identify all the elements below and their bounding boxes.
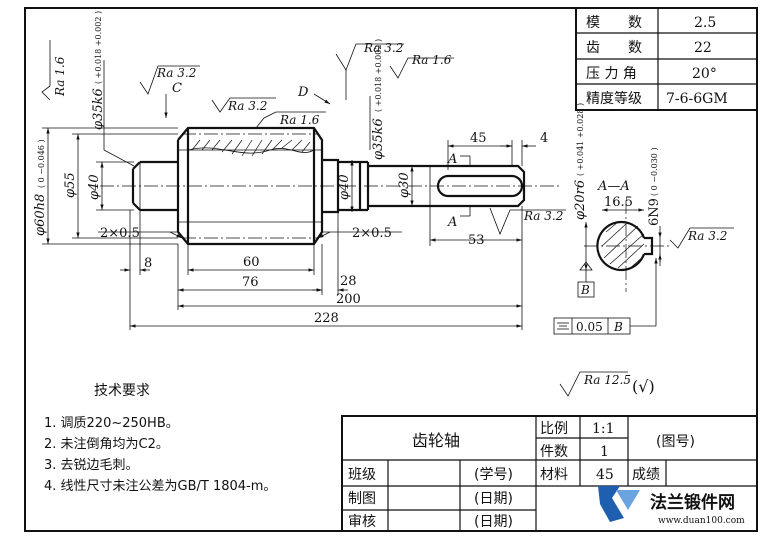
tb-scale-label: 比例 [540,421,568,437]
label-a-top: A [447,152,457,167]
ra-3-2-c: Ra 3.2 [156,66,196,80]
tb-material-value: 45 [596,467,614,483]
watermark-url: www.duan100.com [658,516,745,526]
dim-16-5: 16.5 [604,195,633,210]
sym-tol-datum: B [613,320,623,334]
dim-phi20r6: φ20r6 [573,180,588,220]
dim-phi35k6-left: φ35k6 [91,88,106,130]
dim-len-45: 45 [470,131,487,146]
label-d: D [297,85,309,100]
watermark-logo: 法兰锻件网 www.duan100.com [598,486,745,526]
general-roughness-paren: (√) [632,377,655,396]
dim-len-4: 4 [540,131,548,146]
param-value-module: 2.5 [694,15,716,31]
dim-phi40-left: φ40 [87,174,102,200]
dim-len-76: 76 [242,275,259,290]
tb-student-no: (学号) [474,467,513,483]
dim-phi20r6-tol: ( +0.041 +0.028 ) [576,103,585,176]
param-value-pressure-angle: 20° [692,66,717,82]
dim-phi60h8: φ60h8 [33,194,48,236]
dim-chamfer-right: 2×0.5 [352,226,392,241]
datum-b: B [580,283,590,297]
dim-len-8: 8 [144,256,152,271]
label-a-bottom: A [447,215,457,230]
tech-req-item-3: 3. 去锐边毛刺。 [44,458,139,473]
roughness-symbols: Ra 1.6 Ra 3.2 C Ra 3.2 Ra 1.6 D Ra 3.2 R… [41,40,734,397]
dim-phi30: φ30 [397,172,412,198]
dim-len-228: 228 [314,311,339,326]
ra-3-2-mid: Ra 3.2 [227,99,267,113]
tb-class-label: 班级 [348,467,376,483]
dim-6n9: 6N9 [647,198,662,226]
dim-phi60h8-tol: ( 0 −0.046 ) [37,139,46,188]
dimensions: φ60h8 ( 0 −0.046 ) φ55 φ40 φ35k6 ( +0.01… [33,11,548,330]
ra-3-2-section: Ra 3.2 [687,229,727,243]
title-block: 齿轮轴 比例 1:1 件数 1 (图号) 材料 45 成绩 班级 (学号) 制图… [341,415,758,532]
dim-len-53: 53 [468,233,485,248]
ra-1-6-mid: Ra 1.6 [279,113,320,127]
tb-drawing-no: (图号) [656,434,695,450]
param-value-accuracy: 7-6-6GM [666,91,728,107]
label-c: C [172,81,182,96]
ra-3-2-top: Ra 3.2 [363,41,403,55]
tb-grade-label: 成绩 [632,467,660,483]
param-label-teeth: 齿 数 [586,40,642,56]
dim-len-200: 200 [336,292,361,307]
ra-1-6-top: Ra 1.6 [411,53,452,67]
tb-drawn-label: 制图 [348,491,376,507]
tb-qty-value: 1 [600,444,609,460]
dim-6n9-tol: ( 0 −0.030 ) [650,147,659,196]
tech-req-title: 技术要求 [94,383,150,399]
tb-part-name: 齿轮轴 [412,431,460,450]
params-table: 模 数 2.5 齿 数 22 压 力 角 20° 精度等级 7-6-6GM [575,7,758,111]
dim-len-28: 28 [340,274,357,289]
dim-phi35k6-right: φ35k6 [371,118,386,160]
section-hatch [601,221,645,271]
tech-req-item-2: 2. 未注倒角均为C2。 [44,437,169,452]
tb-drawn-date: (日期) [474,491,513,507]
tb-qty-label: 件数 [540,444,568,460]
tooth-hatch [191,139,311,157]
dim-phi55: φ55 [63,172,78,198]
tb-checked-label: 审核 [348,514,376,530]
section-a-a: A—A 16.5 φ20r6 ( +0.041 +0.028 ) 6N9 ( 0… [553,103,672,335]
tb-scale-value: 1:1 [592,421,615,437]
sym-tol-value: 0.05 [576,320,603,334]
dim-phi35k6-left-tol: ( +0.018 +0.002 ) [94,11,103,84]
param-label-module: 模 数 [586,15,642,31]
tech-req-item-1: 1. 调质220~250HB。 [44,416,179,431]
tech-req-item-4: 4. 线性尺寸未注公差为GB/T 1804-m。 [44,479,277,494]
dim-len-60: 60 [243,255,260,270]
section-title: A—A [597,179,630,194]
ra-12-5-general: Ra 12.5 [583,373,631,387]
tb-checked-date: (日期) [474,514,513,530]
watermark-text: 法兰锻件网 [650,492,735,513]
section-cut-markers: A A [447,152,471,230]
dim-chamfer-left: 2×0.5 [100,226,140,241]
param-label-pressure-angle: 压 力 角 [586,66,637,82]
tb-material-label: 材料 [540,467,568,483]
shaft-main-view [100,126,560,246]
param-label-accuracy: 精度等级 [586,90,642,107]
param-value-teeth: 22 [694,40,712,56]
ra-1-6-left: Ra 1.6 [53,56,67,97]
ra-3-2-keyway: Ra 3.2 [523,209,563,223]
sheet-border [24,7,758,532]
dim-phi40-right: φ40 [337,174,352,200]
dim-phi35k6-right-tol: ( +0.018 +0.002 ) [374,39,383,112]
